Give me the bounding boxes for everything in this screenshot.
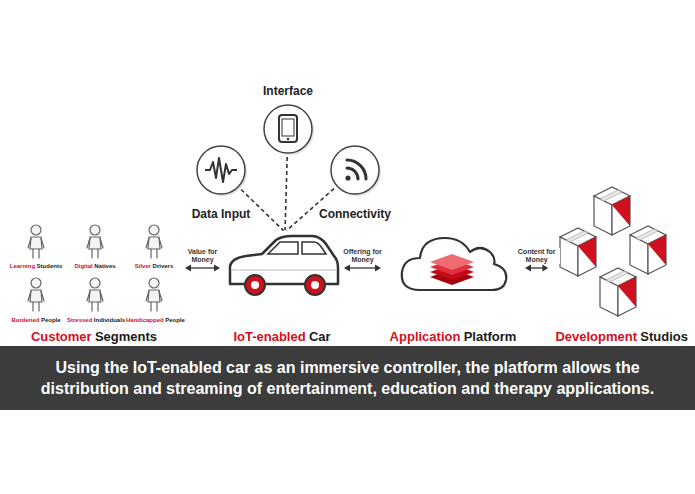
arrow-head bbox=[375, 265, 381, 272]
highlight-word: Learning bbox=[10, 263, 35, 269]
label-text: Segments bbox=[95, 329, 157, 344]
label-text: Platform bbox=[464, 329, 517, 344]
studios-node: DevelopmentStudios bbox=[550, 185, 693, 345]
person-segment: SilverDrivers bbox=[126, 218, 182, 270]
person-segment: DigitalNatives bbox=[67, 218, 123, 270]
arrow-head bbox=[344, 265, 350, 272]
person-segment: StressedIndividuals bbox=[67, 273, 123, 324]
edge-label: Value for Money bbox=[180, 248, 226, 264]
car-drawing bbox=[230, 236, 338, 295]
arrow-head bbox=[542, 265, 548, 272]
waveform-icon bbox=[197, 146, 247, 196]
package-boxes bbox=[560, 187, 666, 316]
interface-icon bbox=[264, 105, 314, 155]
label-text: People bbox=[41, 317, 61, 323]
label-line: Interface bbox=[253, 84, 323, 99]
arrow-head bbox=[214, 265, 220, 272]
connector bbox=[525, 265, 548, 272]
arrow-head bbox=[525, 265, 531, 272]
car-node: IoT-enabled Car bbox=[222, 232, 342, 345]
feature-circle: Connectivity bbox=[305, 145, 405, 222]
label-line: StressedIndividuals bbox=[67, 316, 123, 324]
connector bbox=[285, 157, 287, 230]
label-line: Data Input bbox=[176, 207, 266, 222]
label-text: Drivers bbox=[153, 263, 174, 269]
highlight-word: Customer bbox=[31, 329, 92, 344]
label-line: ApplicationPlatform bbox=[383, 329, 523, 345]
label-text: Car bbox=[309, 329, 331, 344]
edge-label: Offering for Money bbox=[340, 248, 386, 264]
segment-group: CustomerSegmentsLearningStudentsDigitalN… bbox=[5, 218, 183, 345]
connector-line bbox=[530, 267, 543, 268]
connector bbox=[185, 265, 220, 272]
label-text: Students bbox=[37, 263, 63, 269]
person-figures bbox=[28, 225, 162, 311]
label-text: Natives bbox=[94, 263, 115, 269]
rss-icon bbox=[331, 146, 381, 196]
highlight-word: Silver bbox=[135, 263, 151, 269]
highlight-word: Development bbox=[555, 329, 637, 344]
label-text: Data Input bbox=[192, 207, 251, 221]
cloud-drawing bbox=[402, 238, 506, 290]
label-line: DevelopmentStudios bbox=[550, 329, 693, 345]
connector-line bbox=[190, 267, 215, 268]
label-line: LearningStudents bbox=[8, 262, 64, 270]
arrow-head bbox=[185, 265, 191, 272]
person-segment: LearningStudents bbox=[8, 218, 64, 270]
label-line: DigitalNatives bbox=[67, 262, 123, 270]
highlight-word: Digital bbox=[74, 263, 92, 269]
label-line: Connectivity bbox=[305, 207, 405, 222]
connector-line bbox=[349, 267, 376, 268]
caption-band bbox=[0, 346, 695, 410]
highlight-word: IoT-enabled bbox=[233, 329, 305, 344]
feature-circle: Data Input bbox=[176, 145, 266, 222]
label-line: BurdenedPeople bbox=[8, 316, 64, 324]
label-line: IoT-enabled Car bbox=[222, 329, 342, 345]
highlight-word: Burdened bbox=[11, 317, 39, 323]
highlight-word: Handicapped bbox=[126, 317, 164, 323]
label-text: Interface bbox=[263, 84, 313, 98]
person-segment: BurdenedPeople bbox=[8, 273, 64, 324]
connector-line bbox=[285, 157, 287, 230]
label-line: CustomerSegments bbox=[5, 329, 183, 345]
connector bbox=[344, 265, 381, 272]
label-text: People bbox=[165, 317, 185, 323]
edge-label: Content for Money bbox=[514, 248, 560, 264]
label-text: Individuals bbox=[94, 317, 125, 323]
label-text: Studios bbox=[640, 329, 688, 344]
platform-node: ApplicationPlatform bbox=[383, 232, 523, 345]
highlight-word: Stressed bbox=[67, 317, 92, 323]
feature-circle: Interface bbox=[253, 84, 323, 154]
person-segment: HandicappedPeople bbox=[126, 273, 182, 324]
caption-text: Using the IoT-enabled car as an immersiv… bbox=[10, 348, 685, 408]
label-text: Connectivity bbox=[319, 207, 391, 221]
highlight-word: Application bbox=[390, 329, 461, 344]
label-line: HandicappedPeople bbox=[126, 316, 182, 324]
label-line: SilverDrivers bbox=[126, 262, 182, 270]
